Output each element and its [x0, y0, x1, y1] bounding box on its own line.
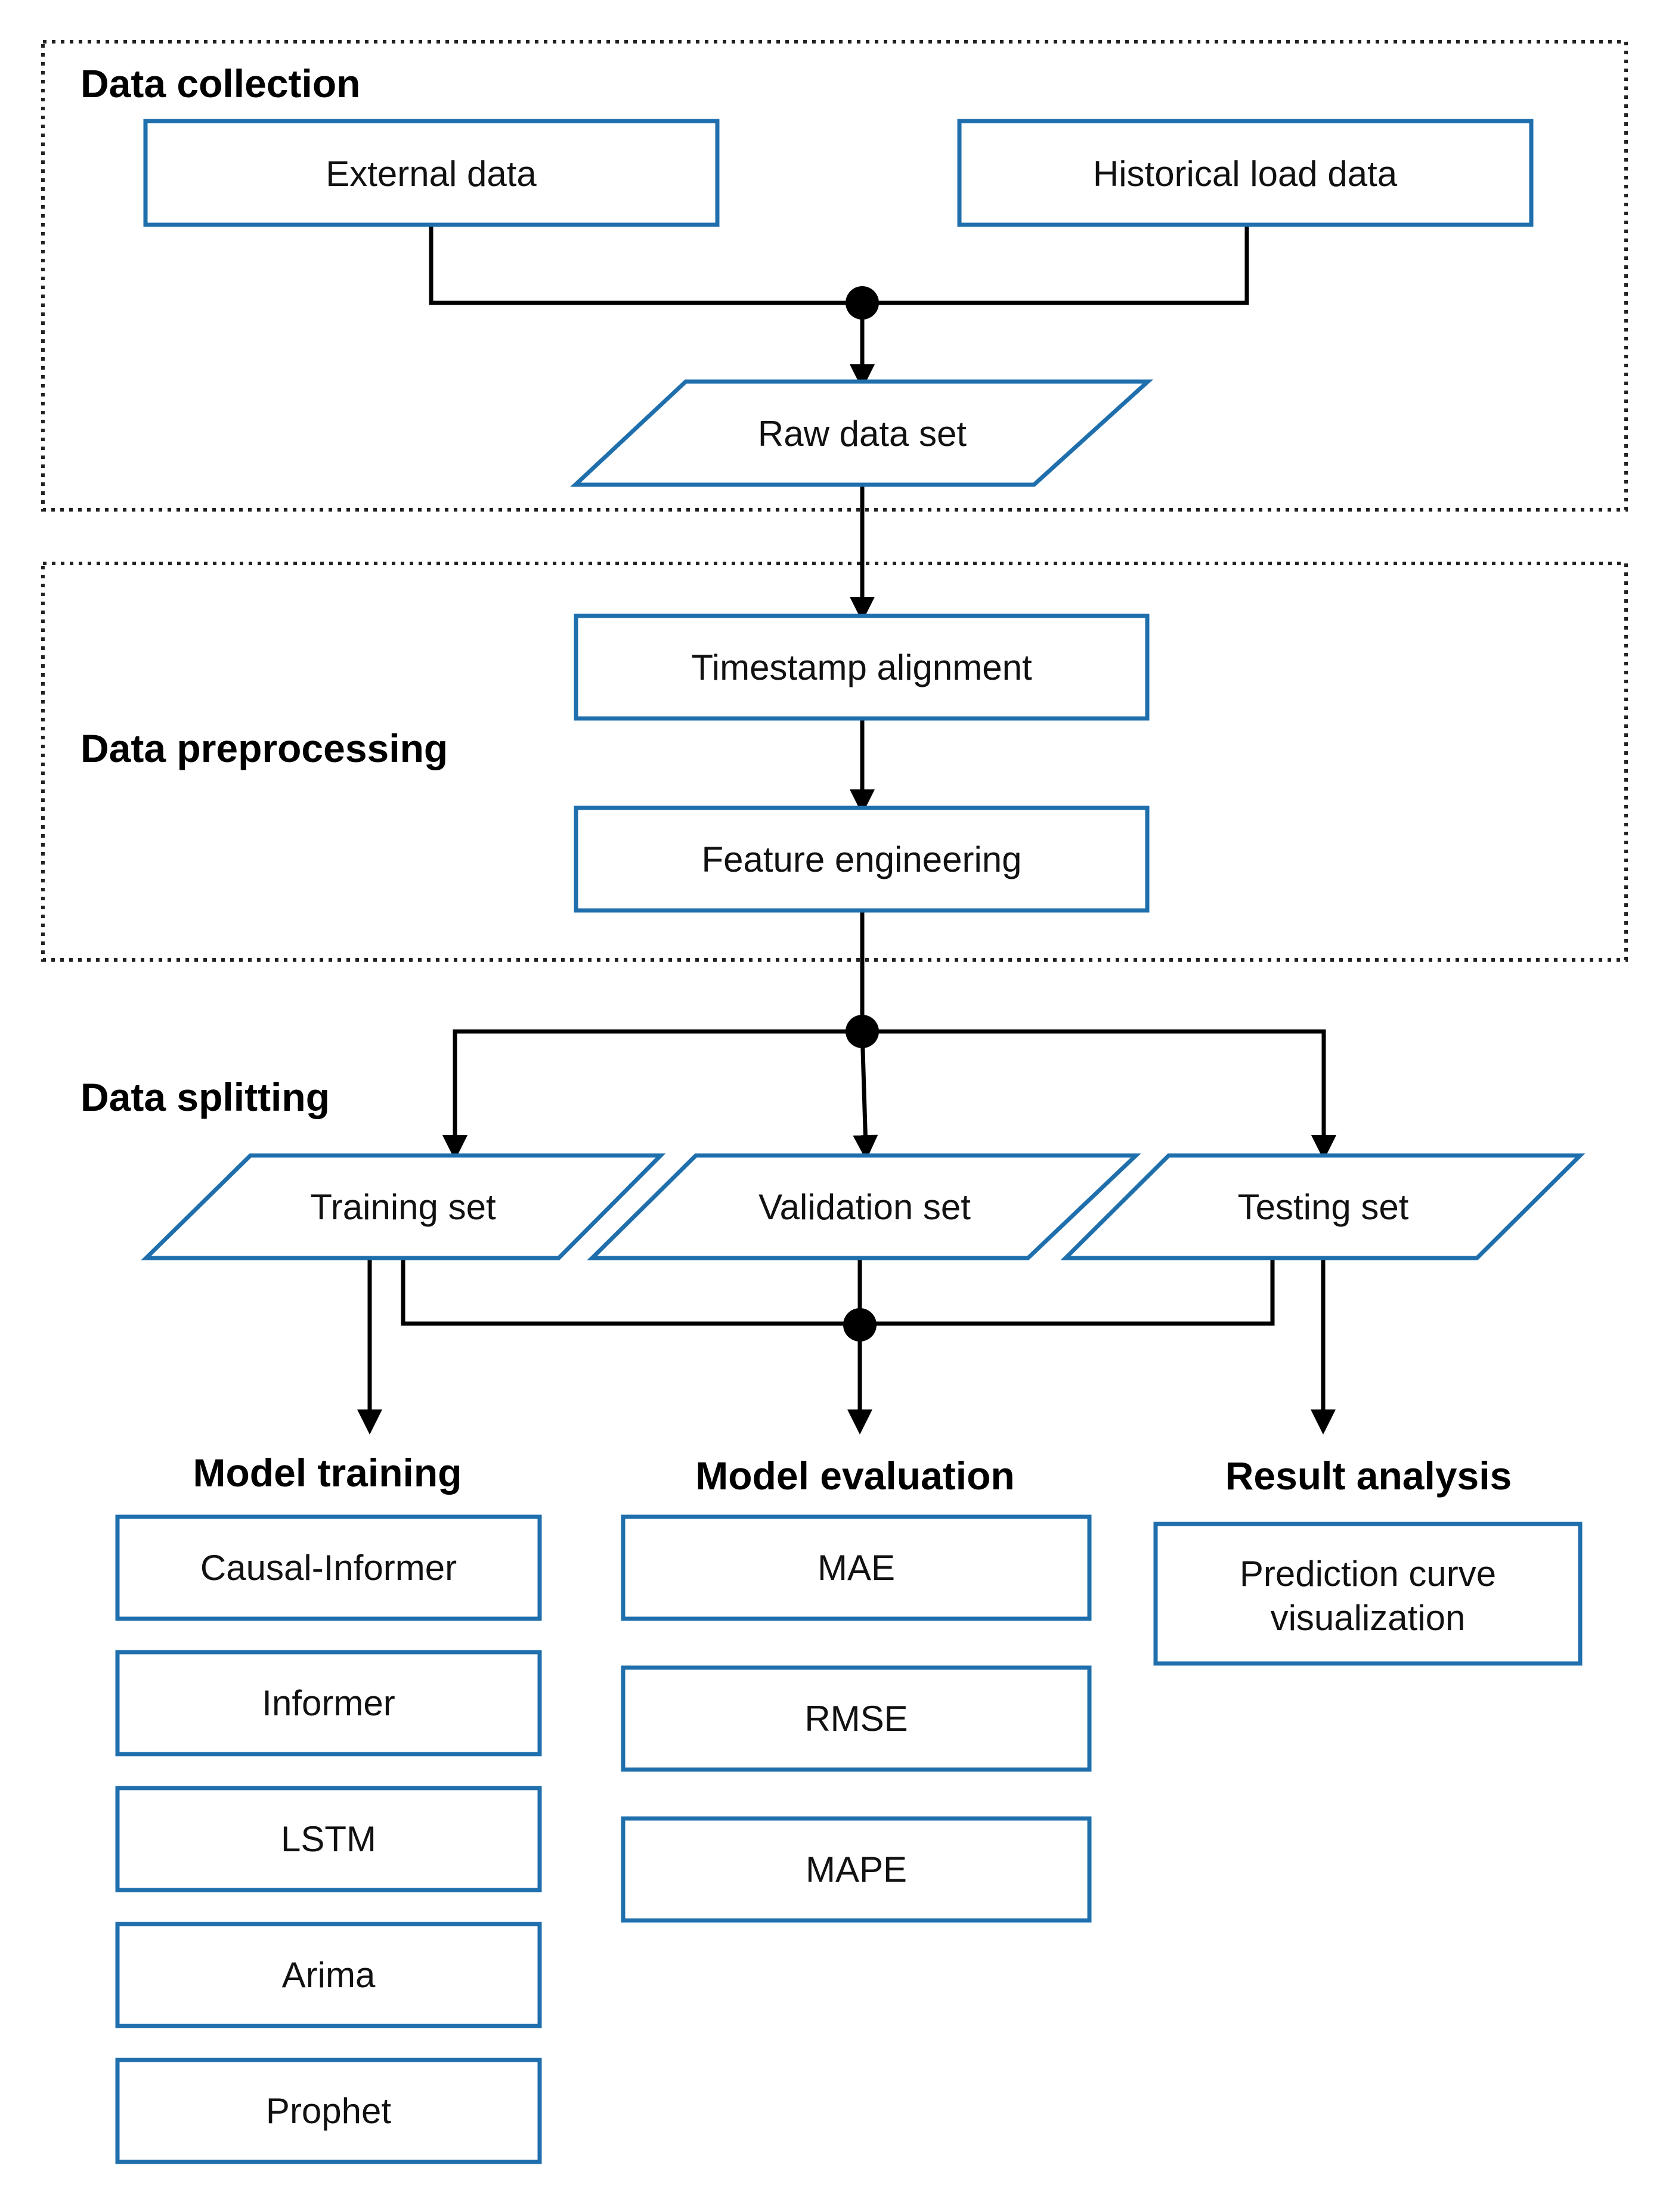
model-item-label: LSTM [281, 1819, 376, 1859]
data-preprocessing-group [41, 562, 1628, 962]
model-item-label: Arima [282, 1955, 376, 1995]
raw-data-set-box: Raw data set [570, 379, 1154, 487]
raw-data-set-label: Raw data set [758, 414, 967, 454]
model-training-label: Model training [193, 1451, 462, 1495]
model-item: Prophet [115, 2058, 542, 2164]
feature-engineering-box: Feature engineering [574, 806, 1150, 913]
junction-dot [843, 1308, 877, 1342]
validation-set-label: Validation set [758, 1187, 971, 1227]
training-set-label: Training set [310, 1187, 496, 1227]
result-connectors [357, 1258, 1336, 1435]
collection-connectors [429, 225, 1249, 814]
feature-engineering-label: Feature engineering [701, 839, 1021, 879]
prediction-curve-line1: Prediction curve [1240, 1554, 1496, 1594]
testing-set-box: Testing set [1060, 1153, 1586, 1260]
metric-item: RMSE [621, 1665, 1092, 1772]
testing-set-label: Testing set [1238, 1187, 1409, 1227]
historical-load-data-box: Historical load data [957, 119, 1534, 227]
historical-load-data-label: Historical load data [1093, 154, 1398, 194]
metric-item-label: MAPE [806, 1849, 907, 1889]
data-collection-label: Data collection [80, 61, 360, 106]
training-set-box: Training set [141, 1153, 666, 1260]
splitting-connectors [442, 910, 1336, 1160]
external-data-label: External data [326, 154, 537, 194]
data-splitting-label: Data splitting [80, 1075, 330, 1119]
external-data-box: External data [143, 119, 720, 227]
validation-set-box: Validation set [587, 1153, 1141, 1260]
timestamp-alignment-label: Timestamp alignment [691, 648, 1032, 687]
model-item: LSTM [115, 1786, 542, 1892]
model-evaluation-label: Model evaluation [695, 1454, 1014, 1498]
model-item-label: Causal-Informer [200, 1548, 457, 1588]
model-item-label: Prophet [266, 2091, 391, 2131]
model-item: Causal-Informer [115, 1514, 542, 1621]
data-preprocessing-label: Data preprocessing [80, 726, 448, 770]
timestamp-alignment-box: Timestamp alignment [574, 614, 1150, 721]
model-item: Arima [115, 1922, 542, 2028]
metric-item-label: RMSE [804, 1699, 908, 1739]
model-item-label: Informer [262, 1683, 395, 1723]
metric-item: MAPE [621, 1816, 1092, 1923]
prediction-curve-box: Prediction curve visualization [1153, 1522, 1583, 1666]
model-item: Informer [115, 1650, 542, 1756]
prediction-curve-line2: visualization [1271, 1598, 1466, 1638]
metric-item: MAE [621, 1514, 1092, 1621]
result-analysis-label: Result analysis [1225, 1454, 1512, 1498]
data-collection-group [41, 40, 1628, 512]
metric-item-label: MAE [818, 1548, 895, 1588]
